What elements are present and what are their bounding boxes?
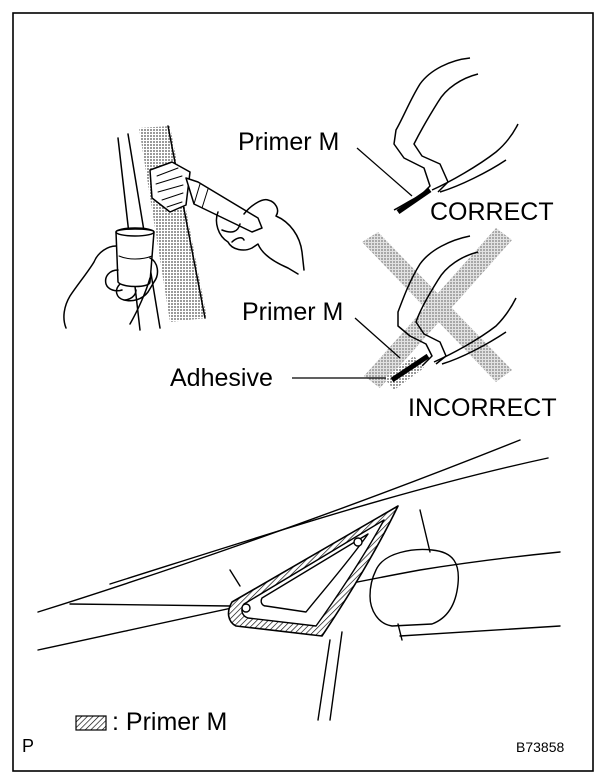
incorrect-cross-section [292,228,517,390]
legend-hatch-swatch [75,715,107,731]
legend-label: : Primer M [112,708,227,736]
left-hand [63,245,159,329]
right-hand [215,198,305,275]
label-incorrect: INCORRECT [408,394,557,422]
correct-cross-section [356,57,519,215]
pillar-right-edge [167,125,206,319]
figure-code: B73858 [516,739,564,755]
primer-layer-incorrect [390,353,430,383]
page-mark: P [22,736,34,756]
window-pin-bottom [241,603,251,613]
primer-cup [115,228,155,288]
window-pin-top [353,537,363,547]
leader-primer-correct [356,147,413,197]
primer-layer-correct [396,187,432,215]
label-primer-correct: Primer M [238,128,339,156]
vehicle-quarter-window-illustration [37,439,561,721]
leader-primer-incorrect [354,317,401,359]
diagram-frame [12,12,594,772]
brush-application-illustration [63,125,305,331]
side-mirror [369,548,460,627]
label-correct: CORRECT [430,198,554,226]
label-primer-incorrect: Primer M [242,298,343,326]
label-adhesive: Adhesive [170,364,273,392]
brush-handle [185,177,263,233]
